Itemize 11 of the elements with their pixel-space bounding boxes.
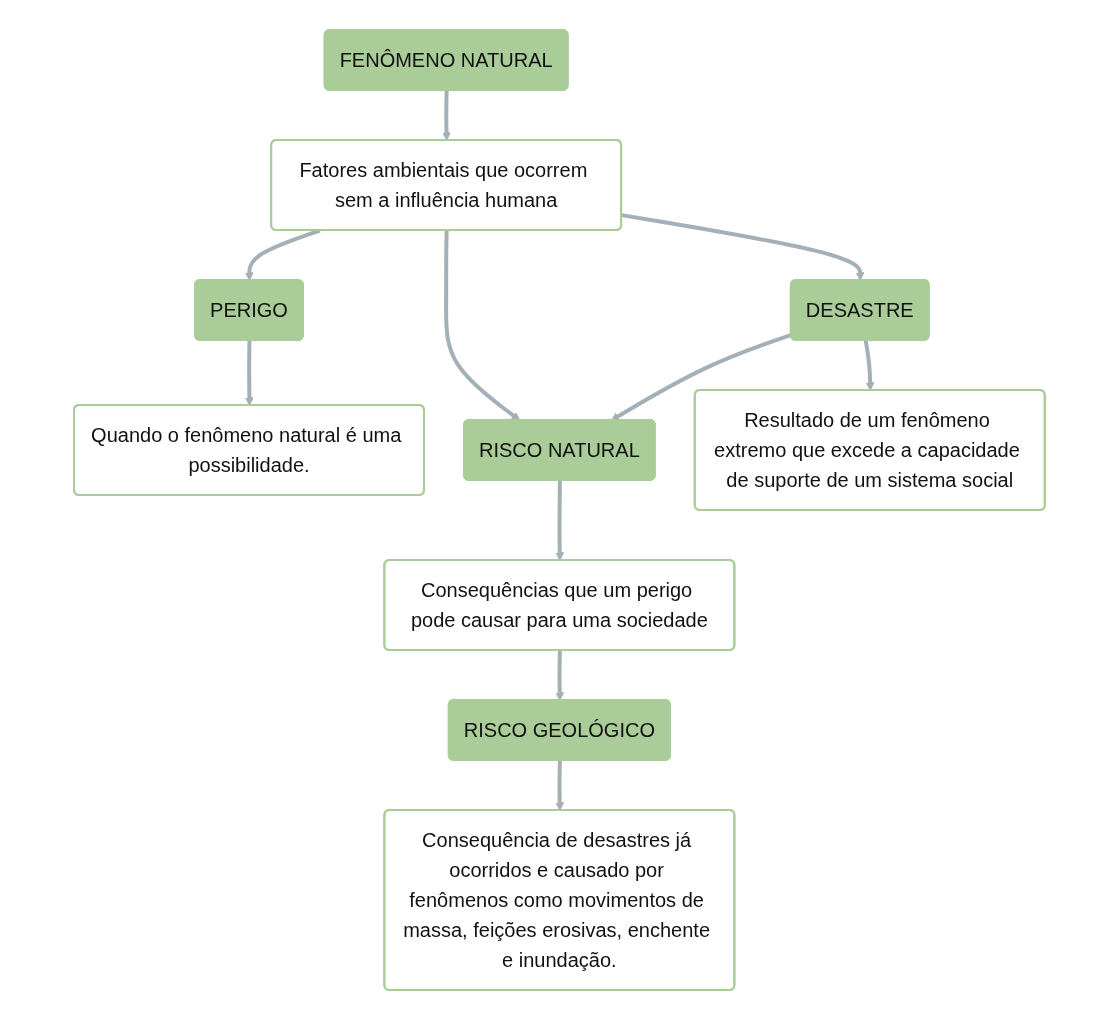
node-text: Quando o fenômeno natural é uma possibilidade.	[90, 423, 401, 476]
arrow	[554, 649, 564, 701]
arrow	[863, 339, 875, 391]
arrow	[610, 332, 792, 421]
arrow	[443, 229, 520, 421]
arrow	[554, 759, 564, 811]
arrow	[244, 228, 321, 281]
arrow	[441, 89, 451, 141]
arrow	[244, 339, 254, 406]
arrow	[620, 212, 865, 281]
arrow	[554, 480, 564, 561]
